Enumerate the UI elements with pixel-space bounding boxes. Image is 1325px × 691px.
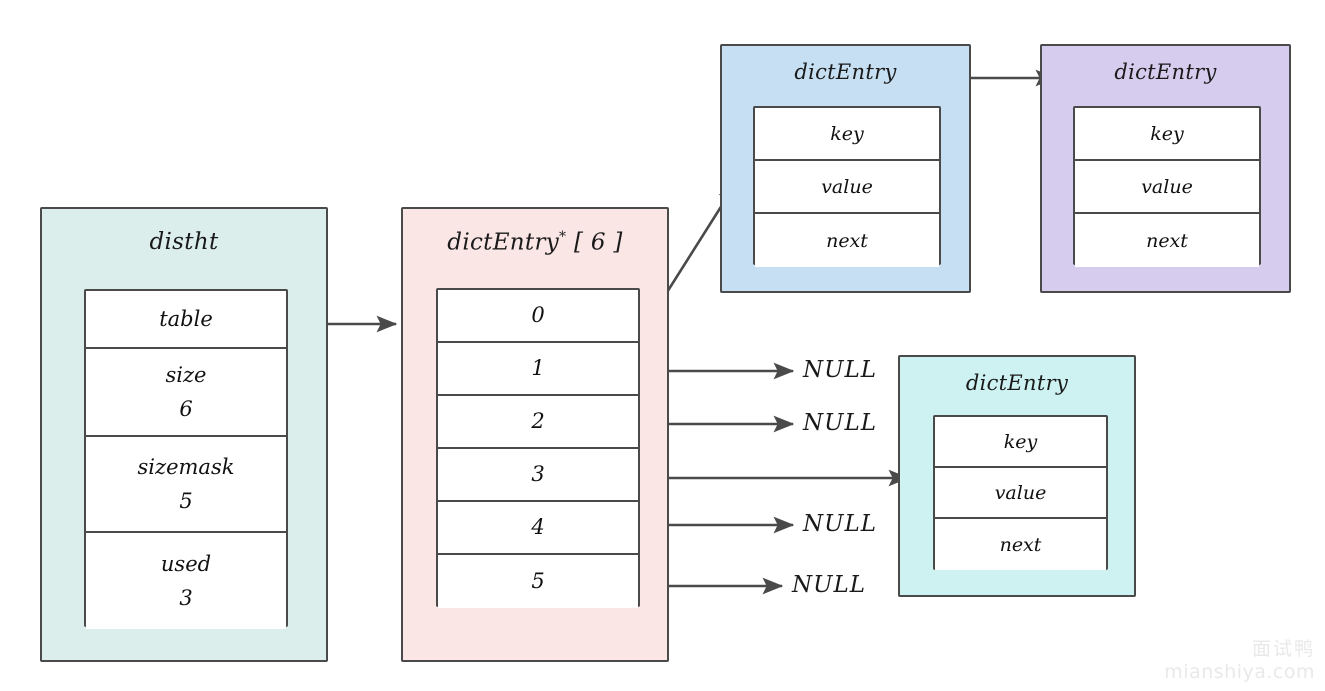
dictentry-b-field-key: key xyxy=(1075,108,1259,161)
dictentry-a-title: dictEntry xyxy=(794,60,897,84)
field-value: 3 xyxy=(179,586,193,610)
dictentry-c-field-value: value xyxy=(935,468,1106,519)
array-slot-4: 4 xyxy=(438,502,638,555)
dictentry-a-field-list: key value next xyxy=(753,106,941,267)
dictentry-b-field-next: next xyxy=(1075,214,1259,267)
slot-index: 4 xyxy=(531,515,545,540)
distht-field-list: table size 6 sizemask 5 used 3 xyxy=(84,289,288,629)
distht-field-used: used 3 xyxy=(86,533,286,629)
dictentry-a-field-key: key xyxy=(755,108,939,161)
dictentry-c-title: dictEntry xyxy=(965,371,1069,395)
dictentry-b-title: dictEntry xyxy=(1114,60,1217,84)
pointer-star: * xyxy=(559,229,567,245)
distht-title: distht xyxy=(149,229,219,255)
dictentry-c-field-key: key xyxy=(935,417,1106,468)
null-label-slot-4: NULL xyxy=(803,511,878,537)
dictentry-node-a: dictEntry key value next xyxy=(720,44,971,293)
slot-index: 2 xyxy=(531,409,545,434)
null-label-slot-2: NULL xyxy=(803,410,878,436)
watermark-url: mianshiya.com xyxy=(1164,661,1315,684)
dictentry-node-b: dictEntry key value next xyxy=(1040,44,1291,293)
field-label: next xyxy=(826,229,868,252)
dictentry-c-field-list: key value next xyxy=(933,415,1108,570)
distht-field-table: table xyxy=(86,291,286,349)
null-label-slot-1: NULL xyxy=(803,357,878,383)
field-value: 6 xyxy=(179,397,193,421)
dictentry-array-node: dictEntry* [ 6 ] 0 1 2 3 4 5 xyxy=(401,207,669,662)
array-slot-5: 5 xyxy=(438,555,638,608)
slot-index: 3 xyxy=(531,462,545,487)
distht-node: distht table size 6 sizemask 5 used 3 xyxy=(40,207,328,662)
watermark: 面试鸭 mianshiya.com xyxy=(1164,638,1315,686)
field-label: value xyxy=(821,175,873,198)
field-label: value xyxy=(1141,175,1193,198)
array-slot-0: 0 xyxy=(438,290,638,343)
null-label-slot-5: NULL xyxy=(792,572,867,598)
array-slot-1: 1 xyxy=(438,343,638,396)
watermark-cn: 面试鸭 xyxy=(1251,637,1315,660)
dictentry-a-field-next: next xyxy=(755,214,939,267)
distht-field-size: size 6 xyxy=(86,349,286,437)
field-label: value xyxy=(994,481,1047,504)
dictentry-array-title: dictEntry* [ 6 ] xyxy=(403,229,667,256)
field-label: next xyxy=(999,533,1042,556)
distht-field-sizemask: sizemask 5 xyxy=(86,437,286,533)
dictentry-node-c: dictEntry key value next xyxy=(898,355,1136,597)
field-label: key xyxy=(1150,122,1184,145)
dictentry-b-field-list: key value next xyxy=(1073,106,1261,267)
field-label: key xyxy=(830,122,864,145)
field-label: key xyxy=(1003,430,1038,453)
slot-index: 5 xyxy=(531,569,545,594)
slot-index: 0 xyxy=(531,303,545,328)
array-size-bracket: [ 6 ] xyxy=(573,229,623,256)
array-slot-2: 2 xyxy=(438,396,638,449)
field-label: size xyxy=(165,362,207,387)
array-slot-list: 0 1 2 3 4 5 xyxy=(436,288,640,608)
field-label: used xyxy=(160,551,212,576)
dictentry-c-field-next: next xyxy=(935,519,1106,570)
array-type-label: dictEntry xyxy=(447,229,560,256)
array-slot-3: 3 xyxy=(438,449,638,502)
field-label: sizemask xyxy=(137,454,235,479)
field-label: table xyxy=(159,306,213,331)
field-label: next xyxy=(1146,229,1188,252)
dictentry-b-field-value: value xyxy=(1075,161,1259,214)
dictentry-a-field-value: value xyxy=(755,161,939,214)
slot-index: 1 xyxy=(531,356,545,381)
field-value: 5 xyxy=(179,489,193,513)
